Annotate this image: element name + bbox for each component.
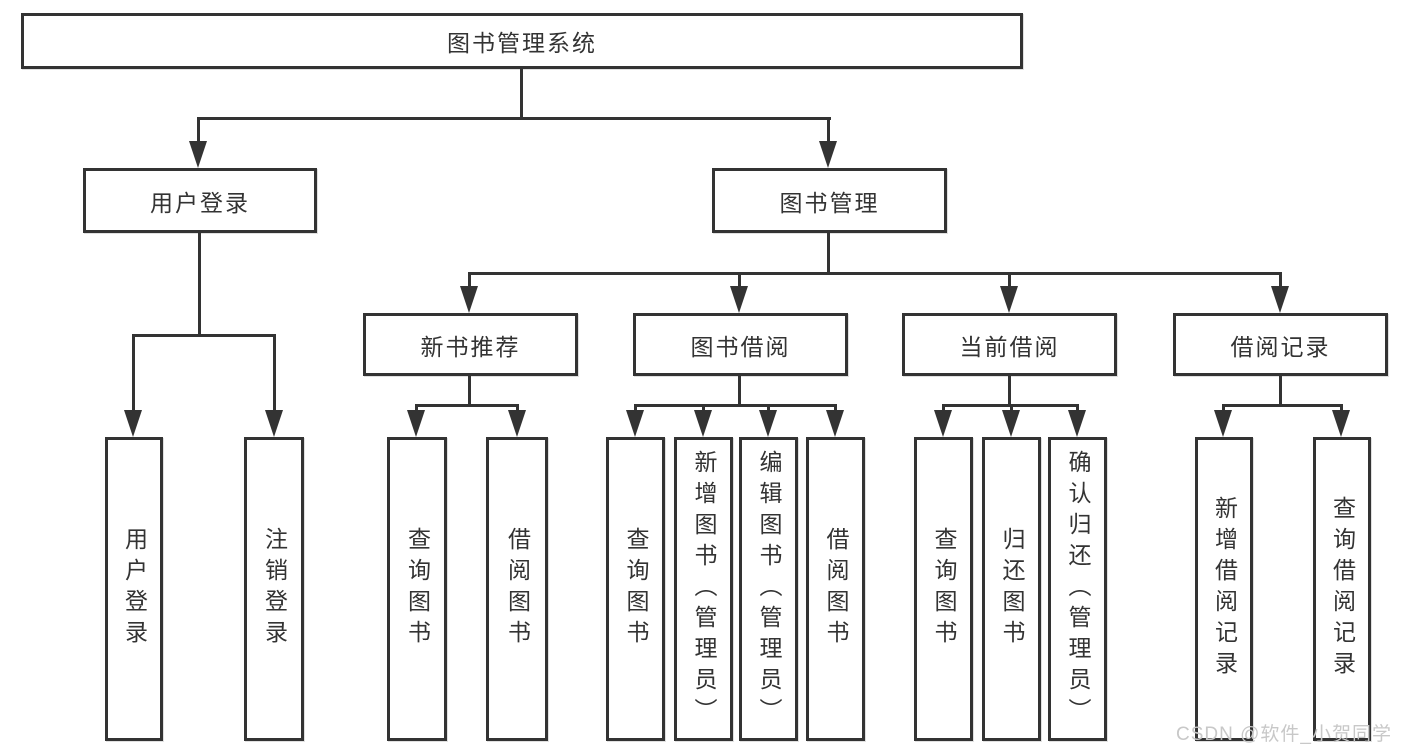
leaf-logout: 注销登录: [244, 437, 304, 741]
arrow-down-icon: [124, 410, 142, 437]
leaf-bookborrow-edit-admin-label: 编辑图书（管理员）: [756, 449, 782, 729]
leaf-current-return-label: 归还图书: [999, 527, 1025, 651]
node-book-management-label: 图书管理: [779, 189, 880, 216]
leaf-bookborrow-add-admin: 新增图书（管理员）: [674, 437, 733, 741]
connector-login-drop-1: [132, 334, 135, 412]
connector-newbooks-stem: [468, 376, 471, 407]
node-book-borrow: 图书借阅: [633, 313, 848, 376]
connector-mgmt-drop-4: [1279, 272, 1282, 289]
node-current-borrow-label: 当前借阅: [959, 333, 1060, 360]
connector-bookborrow-stem: [738, 376, 741, 407]
connector-mgmt-drop-1: [468, 272, 471, 289]
leaf-logout-label: 注销登录: [261, 527, 288, 651]
leaf-bookborrow-borrow-label: 借阅图书: [823, 527, 849, 651]
arrow-down-icon: [819, 141, 837, 168]
leaf-records-query: 查询借阅记录: [1313, 437, 1371, 741]
arrow-down-icon: [1000, 286, 1018, 313]
arrow-down-icon: [626, 410, 644, 437]
node-user-login: 用户登录: [83, 168, 317, 233]
connector-login-rail: [132, 334, 276, 337]
connector-currentborrow-stem: [1008, 376, 1011, 407]
arrow-down-icon: [508, 410, 526, 437]
arrow-down-icon: [1068, 410, 1086, 437]
connector-records-stem: [1279, 376, 1282, 407]
arrow-down-icon: [265, 410, 283, 437]
connector-mgmt-stem: [827, 233, 830, 275]
leaf-newbooks-borrow: 借阅图书: [486, 437, 548, 741]
arrow-down-icon: [759, 410, 777, 437]
connector-records-drop-1: [1222, 404, 1225, 414]
node-new-books: 新书推荐: [363, 313, 578, 376]
arrow-down-icon: [407, 410, 425, 437]
arrow-down-icon: [1214, 410, 1232, 437]
arrow-down-icon: [730, 286, 748, 313]
arrow-down-icon: [460, 286, 478, 313]
node-current-borrow: 当前借阅: [902, 313, 1117, 376]
node-borrow-records-label: 借阅记录: [1230, 333, 1331, 360]
connector-newbooks-rail: [415, 404, 519, 407]
leaf-records-query-label: 查询借阅记录: [1329, 496, 1356, 682]
leaf-bookborrow-query-label: 查询图书: [623, 527, 649, 651]
connector-newbooks-drop-1: [415, 404, 418, 414]
leaf-current-confirm-admin: 确认归还（管理员）: [1048, 437, 1107, 741]
arrow-down-icon: [189, 141, 207, 168]
connector-currentborrow-drop-2: [1010, 404, 1013, 414]
leaf-current-query: 查询图书: [914, 437, 973, 741]
connector-mgmt-rail: [468, 272, 1282, 275]
leaf-newbooks-query-label: 查询图书: [404, 527, 431, 651]
connector-records-drop-2: [1340, 404, 1343, 414]
leaf-records-add-label: 新增借阅记录: [1211, 496, 1238, 682]
node-new-books-label: 新书推荐: [420, 333, 521, 360]
node-book-borrow-label: 图书借阅: [690, 333, 791, 360]
connector-currentborrow-drop-3: [1076, 404, 1079, 414]
arrow-down-icon: [1002, 410, 1020, 437]
node-book-management: 图书管理: [712, 168, 947, 233]
leaf-current-return: 归还图书: [982, 437, 1041, 741]
leaf-bookborrow-add-admin-label: 新增图书（管理员）: [691, 449, 717, 729]
arrow-down-icon: [826, 410, 844, 437]
connector-newbooks-drop-2: [516, 404, 519, 414]
leaf-newbooks-borrow-label: 借阅图书: [504, 527, 531, 651]
arrow-down-icon: [694, 410, 712, 437]
arrow-down-icon: [1332, 410, 1350, 437]
connector-bookborrow-drop-1: [634, 404, 637, 414]
leaf-user-login: 用户登录: [105, 437, 163, 741]
connector-currentborrow-drop-1: [942, 404, 945, 414]
leaf-user-login-label: 用户登录: [121, 527, 148, 651]
arrow-down-icon: [1271, 286, 1289, 313]
connector-root-rail: [197, 117, 831, 120]
leaf-records-add: 新增借阅记录: [1195, 437, 1253, 741]
node-user-login-label: 用户登录: [150, 189, 250, 216]
arrow-down-icon: [934, 410, 952, 437]
leaf-current-query-label: 查询图书: [931, 527, 957, 651]
node-root-label: 图书管理系统: [447, 30, 597, 56]
node-borrow-records: 借阅记录: [1173, 313, 1388, 376]
connector-root-stem: [520, 68, 523, 120]
connector-login-stem: [198, 233, 201, 337]
connector-mgmt-drop-2: [738, 272, 741, 289]
connector-records-rail: [1222, 404, 1343, 407]
connector-root-drop-right: [827, 117, 830, 145]
leaf-newbooks-query: 查询图书: [387, 437, 447, 741]
connector-bookborrow-drop-2: [702, 404, 705, 414]
leaf-current-confirm-admin-label: 确认归还（管理员）: [1065, 449, 1091, 729]
csdn-watermark: CSDN @软件_小贺同学: [1176, 724, 1392, 745]
leaf-bookborrow-query: 查询图书: [606, 437, 665, 741]
leaf-bookborrow-borrow: 借阅图书: [806, 437, 865, 741]
connector-root-drop-left: [197, 117, 200, 145]
connector-bookborrow-drop-3: [767, 404, 770, 414]
connector-bookborrow-rail: [634, 404, 837, 407]
connector-login-drop-2: [273, 334, 276, 412]
connector-mgmt-drop-3: [1008, 272, 1011, 289]
connector-bookborrow-drop-4: [834, 404, 837, 414]
leaf-bookborrow-edit-admin: 编辑图书（管理员）: [739, 437, 798, 741]
node-root-system: 图书管理系统: [21, 13, 1023, 69]
